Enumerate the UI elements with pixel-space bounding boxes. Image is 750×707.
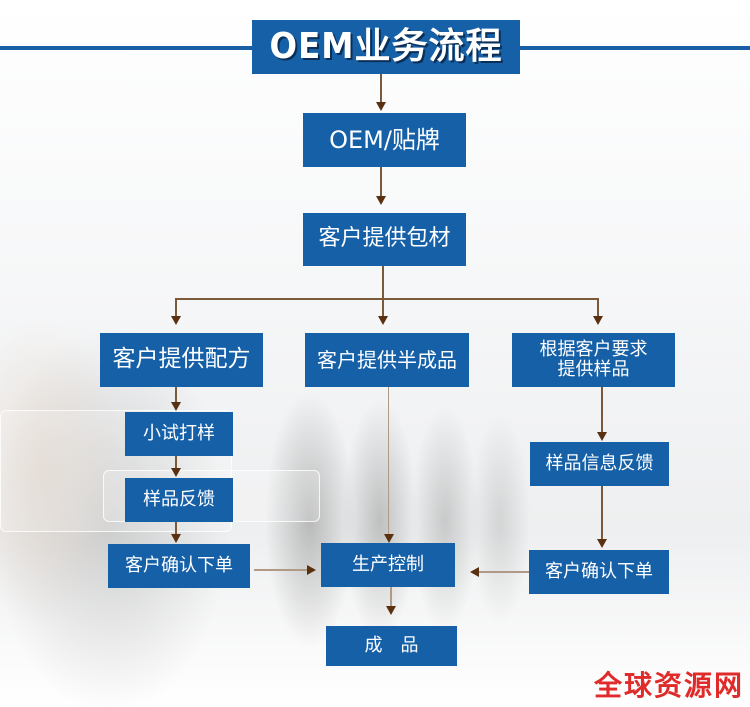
arrow-down-icon bbox=[386, 606, 396, 615]
connector bbox=[380, 74, 382, 104]
connector bbox=[601, 387, 603, 435]
node-production-control: 生产控制 bbox=[321, 543, 455, 587]
arrow-down-icon bbox=[378, 316, 388, 325]
arrow-down-icon bbox=[171, 534, 181, 543]
connector bbox=[175, 522, 177, 538]
page-title: OEM业务流程 bbox=[252, 20, 520, 74]
connector bbox=[390, 587, 392, 609]
arrow-down-icon bbox=[597, 539, 607, 548]
watermark-logo: 全球资源网 bbox=[594, 669, 745, 702]
node-finished-product: 成 品 bbox=[326, 626, 457, 666]
arrow-left-icon bbox=[470, 567, 479, 577]
arrow-down-icon bbox=[376, 102, 386, 111]
connector bbox=[478, 571, 529, 573]
node-oem-label: OEM/贴牌 bbox=[303, 113, 466, 167]
arrow-right-icon bbox=[307, 565, 316, 575]
branch-bar bbox=[175, 298, 599, 300]
connector bbox=[254, 569, 309, 571]
arrow-down-icon bbox=[384, 534, 394, 543]
node-sample-info-feedback: 样品信息反馈 bbox=[530, 442, 669, 486]
connector bbox=[601, 486, 603, 542]
title-rule-right bbox=[520, 46, 750, 50]
connector bbox=[175, 387, 177, 407]
connector bbox=[380, 167, 382, 197]
arrow-down-icon bbox=[171, 468, 181, 477]
title-rule-left bbox=[0, 46, 252, 50]
node-customer-formula: 客户提供配方 bbox=[100, 333, 263, 387]
node-confirm-order-left: 客户确认下单 bbox=[108, 544, 250, 588]
arrow-down-icon bbox=[171, 402, 181, 411]
connector bbox=[597, 298, 599, 320]
connector bbox=[175, 298, 177, 320]
node-sample-by-request: 根据客户要求 提供样品 bbox=[512, 333, 675, 387]
node-small-trial: 小试打样 bbox=[125, 412, 233, 456]
connector bbox=[175, 456, 177, 472]
arrow-down-icon bbox=[376, 196, 386, 205]
arrow-down-icon bbox=[593, 316, 603, 325]
node-customer-semi-finished: 客户提供半成品 bbox=[305, 333, 469, 387]
node-text-line: 根据客户要求 bbox=[539, 339, 648, 361]
node-confirm-order-right: 客户确认下单 bbox=[529, 550, 669, 594]
node-text-line: 提供样品 bbox=[557, 359, 630, 380]
connector bbox=[388, 387, 389, 537]
node-sample-feedback: 样品反馈 bbox=[125, 478, 233, 522]
connector bbox=[382, 266, 384, 320]
node-customer-packaging: 客户提供包材 bbox=[303, 213, 466, 266]
arrow-down-icon bbox=[171, 316, 181, 325]
arrow-down-icon bbox=[597, 432, 607, 441]
